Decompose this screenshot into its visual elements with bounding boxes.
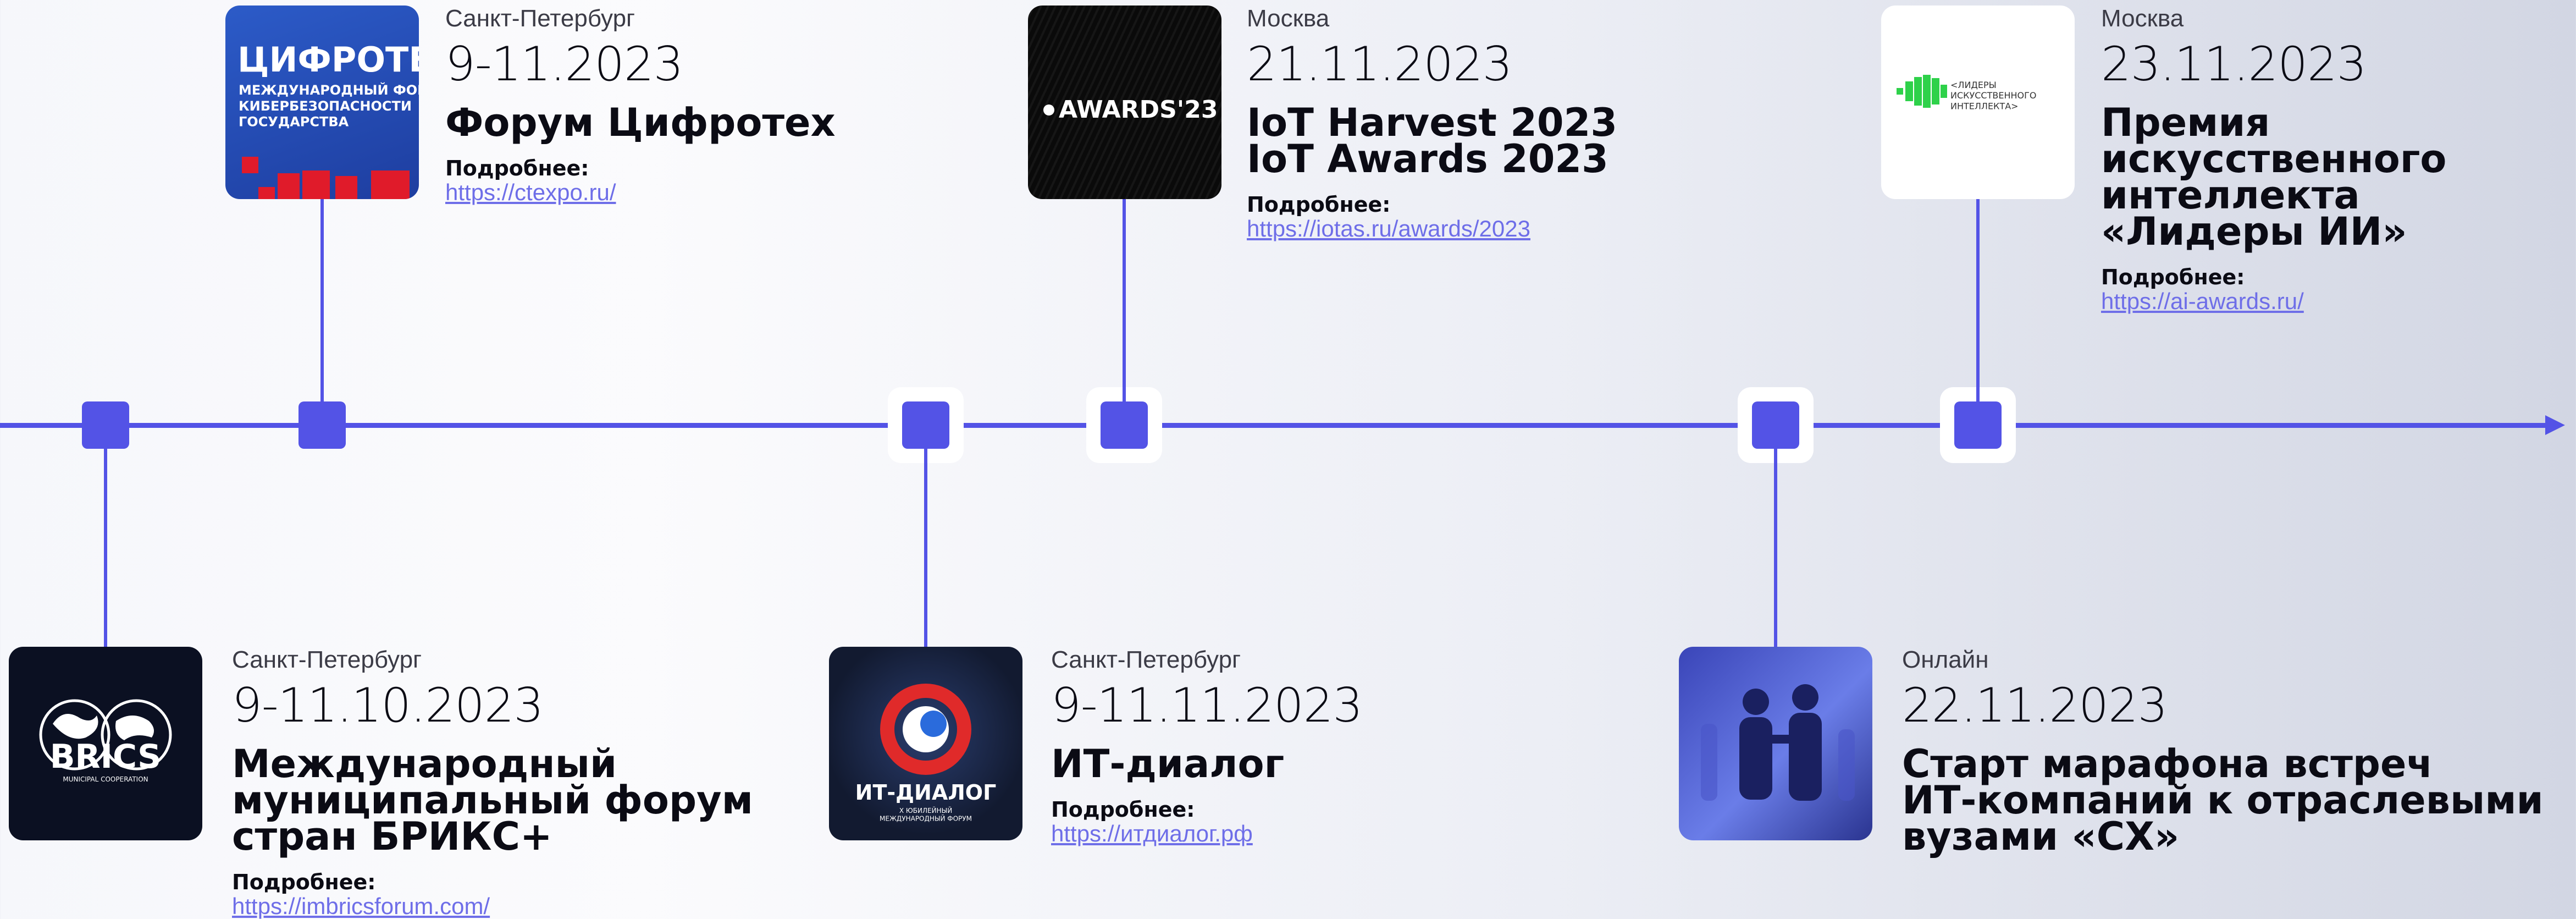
timeline-node-2[interactable] bbox=[298, 401, 346, 449]
event-2-date: 9-11.2023 bbox=[445, 37, 683, 92]
event-1-logo[interactable]: BRICS MUNICIPAL COOPERATION bbox=[9, 647, 202, 840]
event-5-date: 22.11.2023 bbox=[1902, 678, 2168, 733]
event-1-logo-subtext: MUNICIPAL COOPERATION bbox=[63, 775, 148, 783]
event-4-link[interactable]: https://iotas.ru/awards/2023 bbox=[1247, 216, 1530, 241]
event-2-city: Санкт-Петербург bbox=[445, 5, 635, 32]
event-5-city: Онлайн bbox=[1902, 646, 1989, 673]
event-6-link[interactable]: https://ai-awards.ru/ bbox=[2101, 288, 2304, 314]
event-2-logo-text: ЦИФРОТЕХ bbox=[237, 40, 419, 80]
event-2-logo[interactable]: ЦИФРОТЕХ МЕЖДУНАРОДНЫЙ ФОРУМКИБЕРБЕЗОПАС… bbox=[225, 5, 419, 199]
event-3-info: Санкт-Петербург 9-11.11.2023 ИТ-диалог П… bbox=[1051, 646, 1363, 846]
event-3-title: ИТ-диалог bbox=[1051, 741, 1285, 786]
timeline-node-4[interactable] bbox=[1101, 401, 1148, 449]
timeline-node-1[interactable] bbox=[82, 401, 129, 449]
event-3-date: 9-11.11.2023 bbox=[1051, 678, 1363, 733]
event-1-date: 9-11.10.2023 bbox=[232, 678, 544, 733]
event-4-info: Москва 21.11.2023 IoT Harvest 2023 IoT A… bbox=[1247, 7, 1617, 241]
event-6-more-label: Подробнее: bbox=[2101, 265, 2245, 289]
event-4-logo-text: AWARDS'23 bbox=[1059, 96, 1218, 124]
event-1-logo-text: BRICS bbox=[50, 738, 162, 776]
event-6-title: Премия искусственного интеллекта «Лидеры… bbox=[2101, 100, 2447, 254]
event-4-city: Москва bbox=[1247, 5, 1330, 32]
timeline-node-5[interactable] bbox=[1752, 401, 1799, 449]
event-1-more-label: Подробнее: bbox=[232, 870, 376, 894]
event-2-title: Форум Цифротех bbox=[445, 100, 836, 145]
event-2-more-label: Подробнее: bbox=[445, 156, 589, 180]
connector-2 bbox=[320, 198, 324, 401]
timeline-arrow-icon bbox=[2545, 415, 2565, 435]
event-2-link[interactable]: https://ctexpo.ru/ bbox=[445, 179, 616, 205]
event-4-date: 21.11.2023 bbox=[1247, 37, 1512, 92]
event-4-title: IoT Harvest 2023 IoT Awards 2023 bbox=[1247, 100, 1618, 181]
event-6-date: 23.11.2023 bbox=[2101, 37, 2367, 92]
event-5-info: Онлайн 22.11.2023 Старт марафона встреч … bbox=[1902, 646, 2544, 859]
event-3-logo-text: ИТ-ДИАЛОГ bbox=[855, 780, 997, 805]
event-2-info: Санкт-Петербург 9-11.2023 Форум Цифротех… bbox=[445, 7, 836, 205]
event-1-city: Санкт-Петербург bbox=[232, 646, 422, 673]
event-5-image[interactable] bbox=[1679, 647, 1872, 840]
event-4-logo[interactable]: AWARDS'23 bbox=[1028, 5, 1221, 199]
connector-6 bbox=[1976, 198, 1980, 401]
event-3-link[interactable]: https://итдиалог.рф bbox=[1051, 821, 1253, 846]
event-6-info: Москва 23.11.2023 Премия искусственного … bbox=[2101, 7, 2447, 313]
connector-4 bbox=[1123, 198, 1126, 401]
timeline-axis bbox=[0, 423, 2551, 428]
event-6-city: Москва bbox=[2101, 5, 2184, 32]
connector-1 bbox=[104, 449, 107, 647]
event-3-city: Санкт-Петербург bbox=[1051, 646, 1241, 673]
connector-3 bbox=[924, 449, 927, 647]
timeline-node-3[interactable] bbox=[902, 401, 949, 449]
event-1-link[interactable]: https://imbricsforum.com/ bbox=[232, 893, 490, 919]
event-5-title: Старт марафона встреч ИТ-компаний к отра… bbox=[1902, 741, 2544, 859]
event-1-info: Санкт-Петербург 9-11.10.2023 Международн… bbox=[232, 648, 753, 918]
event-3-more-label: Подробнее: bbox=[1051, 797, 1195, 822]
connector-5 bbox=[1774, 449, 1777, 647]
event-2-logo-subtext: МЕЖДУНАРОДНЫЙ ФОРУМКИБЕРБЕЗОПАСНОСТИГОСУ… bbox=[239, 82, 419, 130]
event-1-title: Международный муниципальный форум стран … bbox=[232, 741, 753, 859]
event-4-more-label: Подробнее: bbox=[1247, 192, 1391, 217]
timeline-node-6[interactable] bbox=[1954, 401, 2002, 449]
